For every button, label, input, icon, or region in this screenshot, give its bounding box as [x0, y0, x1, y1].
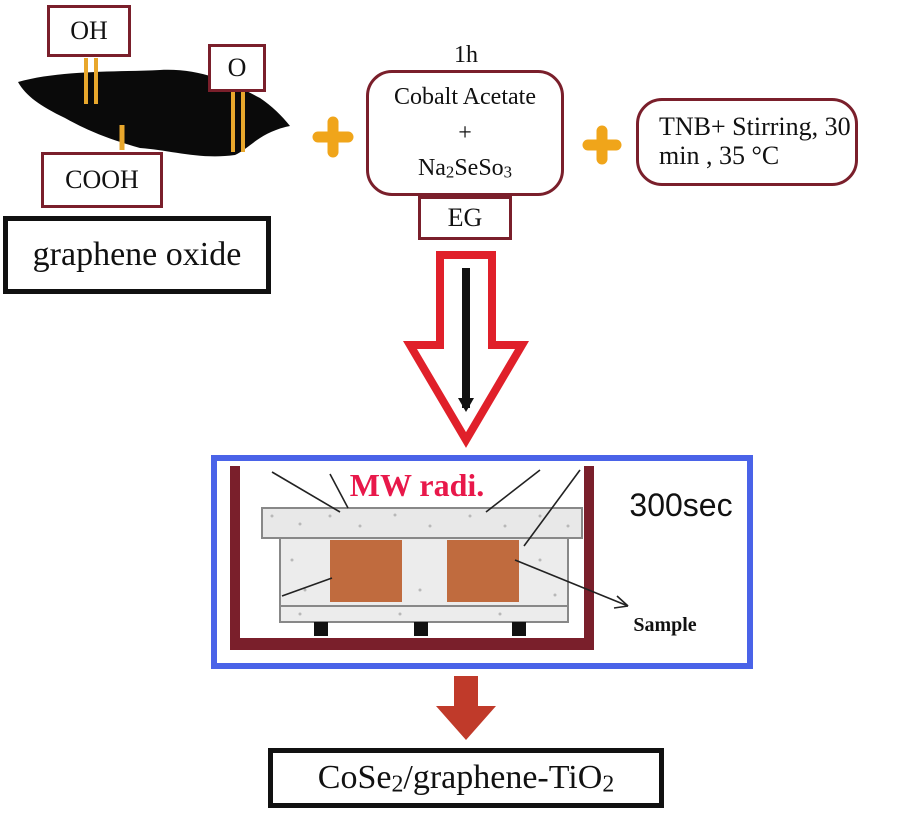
- cooh-text: COOH: [65, 164, 139, 194]
- sample-pointer-head: [613, 595, 629, 609]
- graphene-oxide-text: graphene oxide: [32, 236, 242, 274]
- solvent-label: EG: [418, 196, 512, 240]
- oh-text: OH: [70, 15, 108, 45]
- vessel-lid: [261, 507, 583, 539]
- graphene-oxide-title: graphene oxide: [3, 216, 271, 294]
- sodium-selenosulfate-text: Na2SeSo3: [417, 155, 513, 182]
- arrow-core-tip: [458, 398, 474, 412]
- time-text: 1h: [454, 41, 478, 68]
- duration-label: 300sec: [622, 486, 740, 526]
- product-box: CoSe2/graphene-TiO2: [268, 748, 664, 808]
- radiation-lines: [271, 469, 581, 597]
- tnb-line1: TNB+ Stirring, 30: [659, 112, 851, 142]
- mw-radiation-label: MW radi.: [332, 466, 502, 506]
- mw-radiation-text: MW radi.: [349, 467, 485, 504]
- vessel-feet: [314, 622, 526, 636]
- oh-bond: [84, 58, 98, 104]
- time-label: 1h: [444, 42, 488, 68]
- plus-text: +: [458, 119, 472, 146]
- arrow-core: [462, 268, 470, 408]
- sample-block: [447, 540, 519, 602]
- output-arrow: [436, 676, 496, 740]
- eg-text: EG: [447, 202, 483, 232]
- o-text: O: [227, 52, 247, 82]
- sample-pointer-arrow: [514, 559, 629, 607]
- o-double-bond: [231, 82, 245, 152]
- vessel-body: [279, 537, 569, 623]
- cooh-label: COOH: [41, 152, 163, 208]
- sample-text: Sample: [633, 614, 697, 636]
- tnb-line2: min , 35 °C: [659, 141, 780, 170]
- precursor-box: Cobalt Acetate + Na2SeSo3: [366, 70, 564, 196]
- oh-label: OH: [47, 5, 131, 57]
- plus-icon: [312, 116, 354, 158]
- tnb-stirring-box: TNB+ Stirring, 30 min , 35 °C: [636, 98, 858, 186]
- reaction-vessel: [230, 466, 594, 650]
- cobalt-acetate-text: Cobalt Acetate: [394, 83, 536, 110]
- sample-label: Sample: [622, 612, 708, 638]
- o-label: O: [208, 44, 266, 92]
- plus-icon: [582, 125, 622, 165]
- product-text: CoSe2/graphene-TiO2: [317, 758, 615, 798]
- sample-block: [330, 540, 402, 602]
- duration-text: 300sec: [629, 487, 733, 524]
